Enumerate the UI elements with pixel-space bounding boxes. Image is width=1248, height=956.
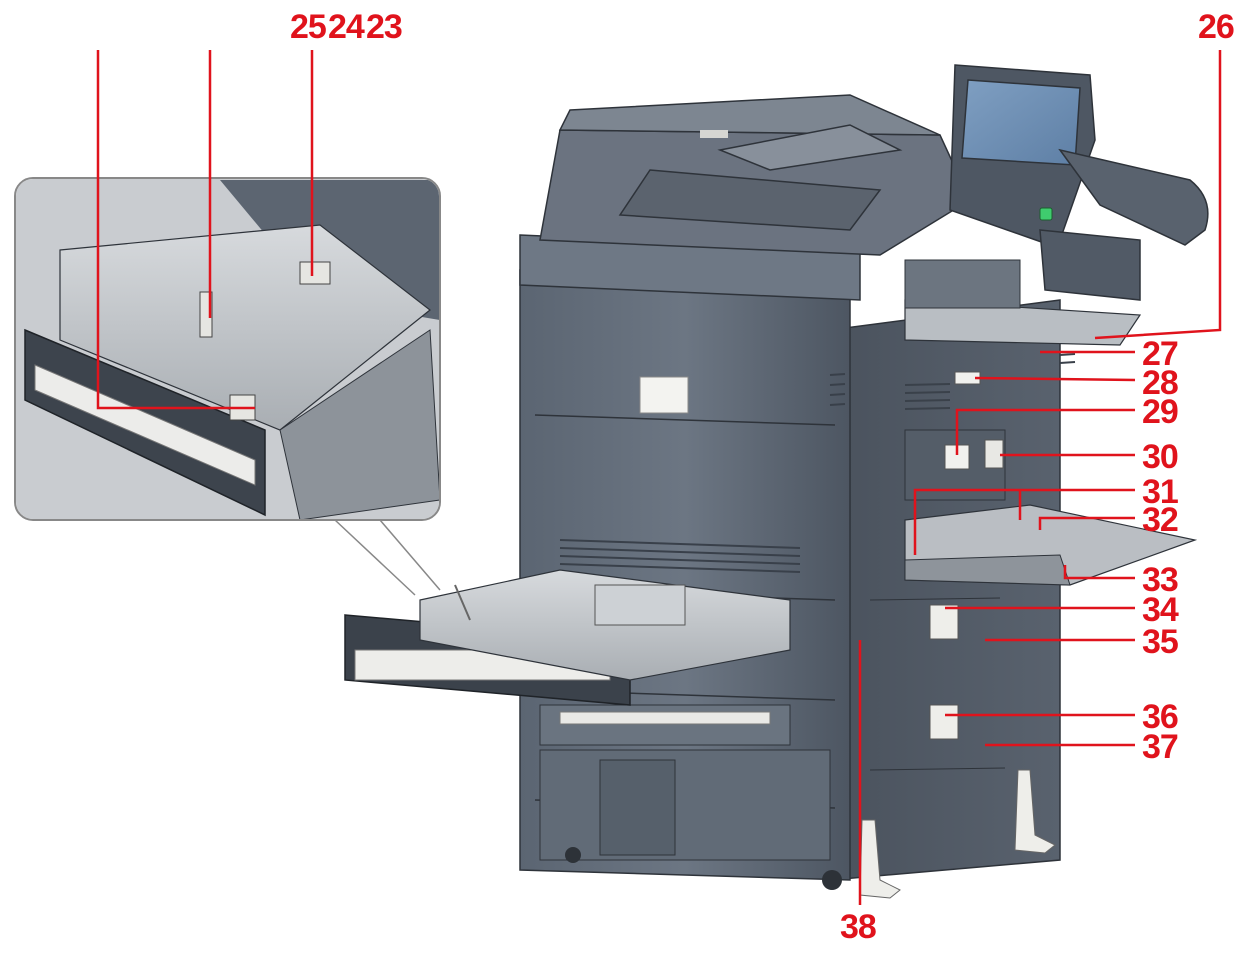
callout-37: 37 (1142, 728, 1179, 766)
document-processor (539, 94, 971, 256)
callout-34: 34 (1142, 591, 1179, 629)
right-side-details (859, 259, 1198, 899)
callout-27: 27 (1142, 335, 1179, 373)
inset-detail (14, 177, 441, 596)
callout-29: 29 (1142, 393, 1179, 431)
callout-35: 35 (1142, 623, 1179, 661)
callout-36: 36 (1142, 698, 1179, 736)
operation-panel (949, 64, 1209, 301)
callout-32: 32 (1142, 501, 1179, 539)
callout-28: 28 (1142, 364, 1179, 402)
callout-38: 38 (840, 908, 877, 946)
callout-26: 26 (1198, 8, 1235, 46)
callout-30: 30 (1142, 438, 1179, 476)
leader-lines (96, 50, 1222, 905)
cassette-main (344, 569, 791, 706)
callout-24: 24 (328, 8, 365, 46)
callout-33: 33 (1142, 561, 1179, 599)
callout-23: 23 (366, 8, 403, 46)
callout-31: 31 (1142, 473, 1179, 511)
callout-25: 25 (290, 8, 327, 46)
